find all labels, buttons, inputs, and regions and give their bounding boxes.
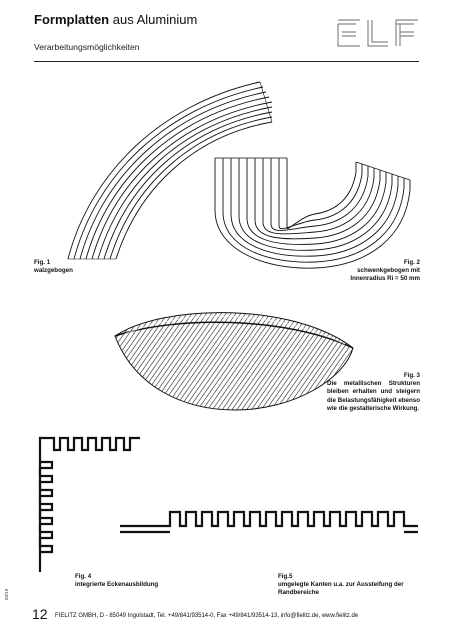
fig1-text: walzgebogen [34, 267, 73, 275]
page-number: 12 [32, 606, 48, 622]
fig1-caption: Fig. 1 walzgebogen [34, 259, 114, 275]
fig2-caption: Fig. 2 schwenkgebogen mit Innenradius Ri… [320, 259, 420, 284]
fig3-illustration [114, 312, 354, 411]
fig4-illustration [38, 436, 140, 572]
fig2-number: Fig. 2 [403, 259, 420, 266]
fielitz-logo [337, 19, 418, 47]
fig5-text: umgelegte Kanten u.a. zur Aussteifung de… [278, 581, 404, 589]
footer-address: FIELITZ GMBH, D - 85049 Ingolstadt, Tel.… [55, 613, 359, 619]
fig3-text: Die metallischen Strukturen bleiben erha… [327, 380, 420, 412]
fig5-illustration [120, 510, 418, 534]
fig5-caption: Fig.5 umgelegte Kanten u.a. zur Aussteif… [278, 573, 420, 598]
fig2-illustration [214, 157, 411, 269]
page-subtitle: Verarbeitungsmöglichkeiten [34, 42, 140, 52]
page-title: Formplatten aus Aluminium [34, 12, 197, 27]
title-bold: Formplatten [34, 12, 110, 27]
title-light: aus Aluminium [109, 12, 198, 27]
fig2-text: schwenkgebogen mit [357, 267, 420, 275]
fig2-text-2: Innenradius Ri = 50 mm [350, 275, 420, 283]
fig4-caption: Fig. 4 integrierte Eckenausbildung [75, 573, 195, 589]
header-divider [34, 61, 419, 62]
fig5-number: Fig.5 [278, 573, 293, 580]
fig1-illustration [67, 81, 273, 260]
fig3-number: Fig. 3 [403, 372, 420, 379]
document-date-code: 02/19 [4, 588, 9, 600]
fig1-number: Fig. 1 [34, 259, 51, 266]
fig4-number: Fig. 4 [75, 573, 92, 580]
fig4-text: integrierte Eckenausbildung [75, 581, 159, 589]
fig3-caption: Fig. 3 Die metallischen Strukturen bleib… [327, 372, 420, 413]
fig5-text-2: Randbereiche [278, 589, 319, 597]
